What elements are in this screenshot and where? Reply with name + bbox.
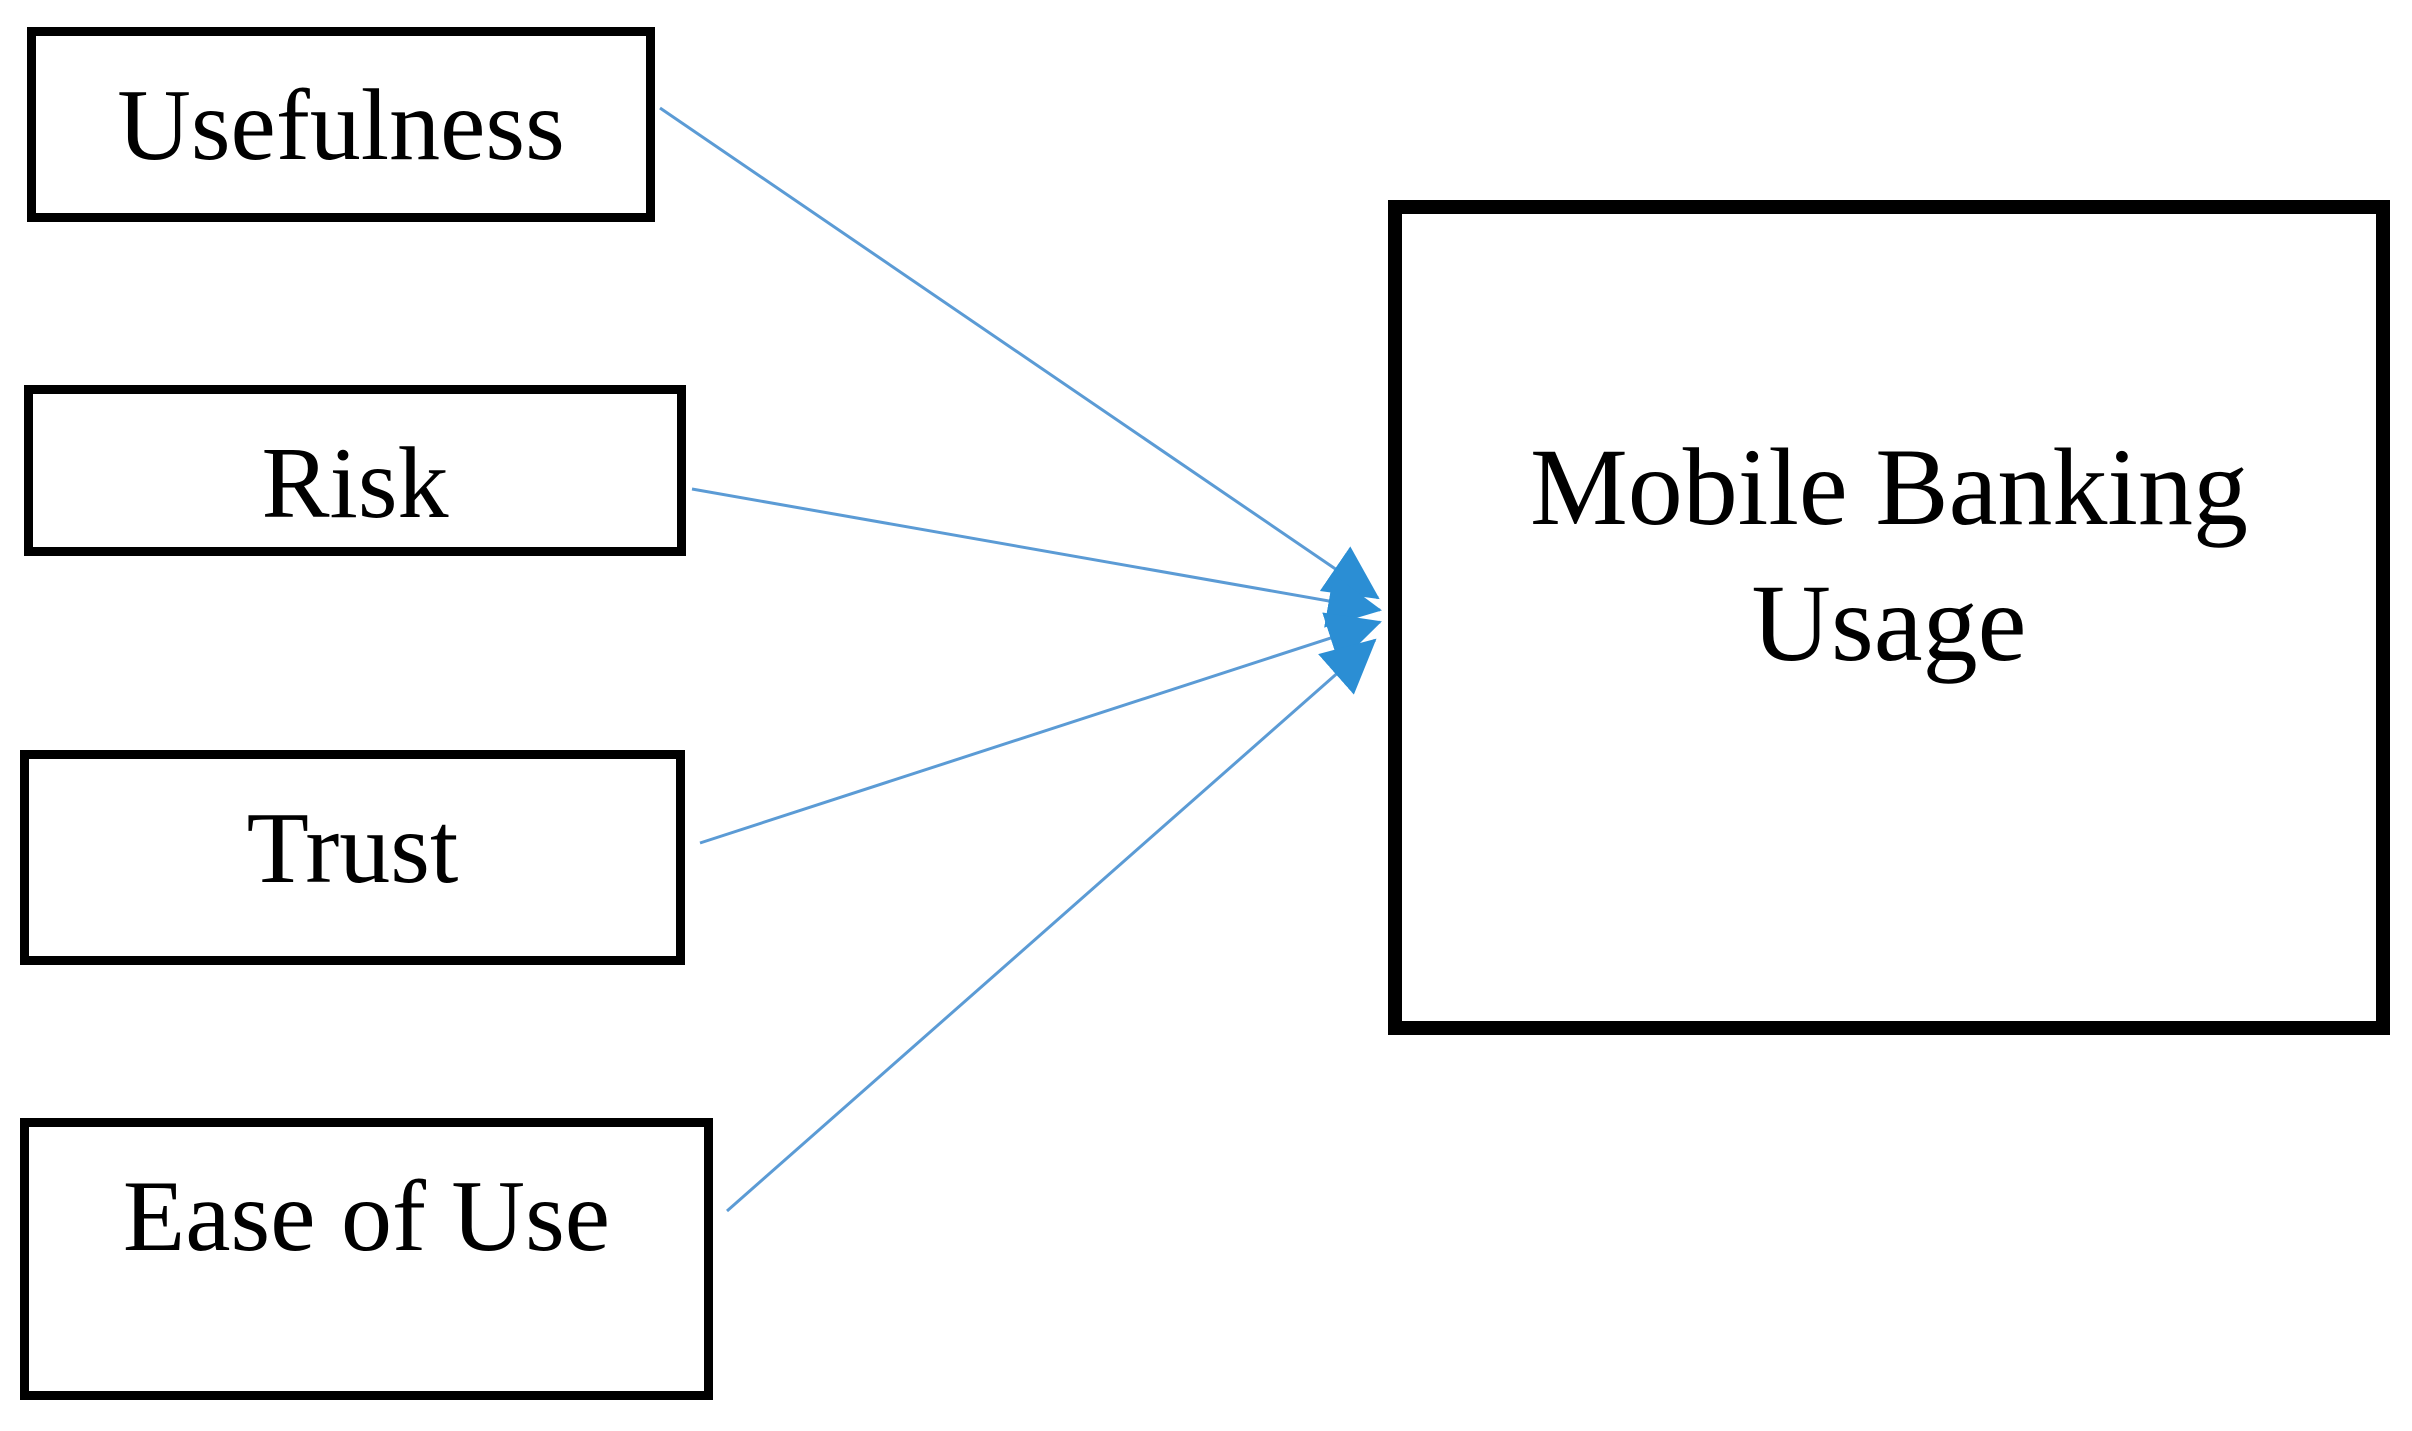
mobile-banking-usage-label: Mobile Banking Usage — [1402, 419, 2376, 691]
usefulness-label: Usefulness — [117, 69, 565, 182]
ease-of-use-box: Ease of Use — [20, 1118, 713, 1400]
risk-box: Risk — [24, 385, 686, 556]
risk-label: Risk — [261, 427, 449, 540]
trust-box: Trust — [20, 750, 685, 965]
arrow-trust-to-usage — [699, 612, 1382, 845]
outcome-label-line-2: Usage — [1751, 562, 2027, 684]
arrow-ease-of-use-to-usage — [726, 638, 1377, 1213]
usefulness-box: Usefulness — [27, 27, 655, 222]
mobile-banking-usage-box: Mobile Banking Usage — [1388, 200, 2390, 1035]
ease-of-use-label: Ease of Use — [122, 1160, 611, 1273]
outcome-label-line-1: Mobile Banking — [1529, 426, 2248, 548]
arrow-risk-to-usage — [691, 487, 1382, 628]
arrow-usefulness-to-usage — [659, 106, 1380, 600]
trust-label: Trust — [246, 792, 459, 905]
